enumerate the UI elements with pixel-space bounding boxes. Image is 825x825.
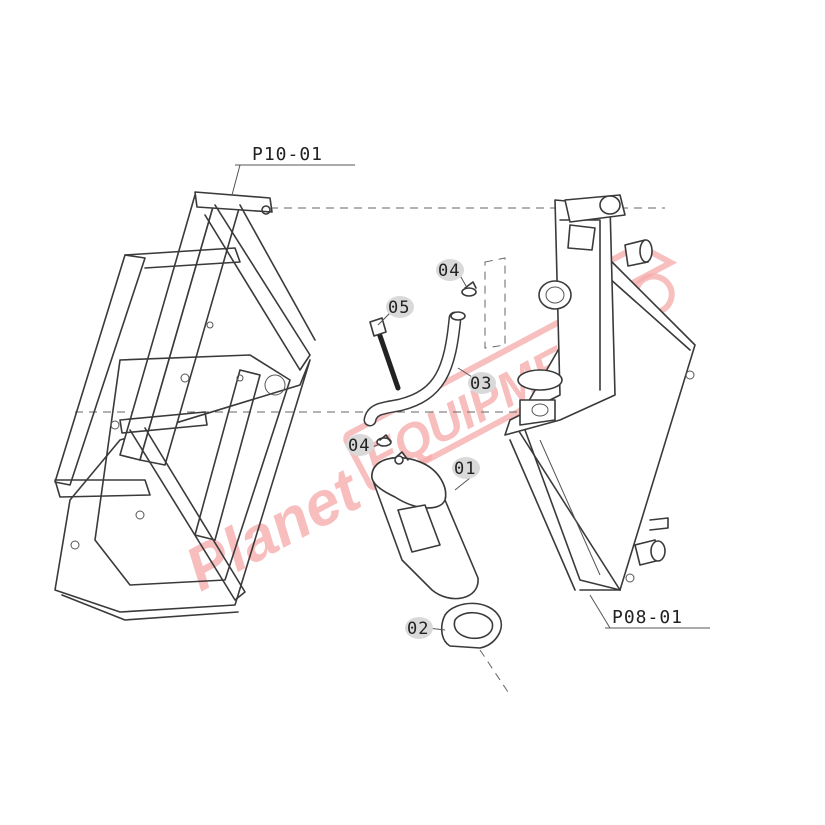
- leader-lines: [231, 164, 710, 631]
- callout-02: 02: [407, 619, 429, 639]
- label-p10-01: P10-01: [252, 144, 323, 165]
- callout-badge-01: 01: [452, 457, 480, 479]
- expansion-tank-part-01: [371, 451, 479, 600]
- callout-badge-02: 02: [405, 617, 433, 639]
- callout-04b: 04: [348, 436, 370, 456]
- callout-badge-04a: 04: [436, 259, 464, 281]
- radiator-assembly: [504, 194, 696, 591]
- label-p08-01: P08-01: [612, 607, 683, 628]
- callout-04a: 04: [438, 261, 460, 281]
- hose-part-03: [363, 311, 466, 427]
- rod-part-05: [369, 317, 401, 391]
- clamp-part-04-lower: [376, 434, 392, 447]
- frame-assembly: [54, 191, 316, 621]
- clamp-part-04-upper: [461, 281, 477, 297]
- bracket-part-02: [440, 602, 502, 649]
- callout-03: 03: [470, 374, 492, 394]
- callout-05: 05: [388, 298, 410, 318]
- callout-badge-05: 05: [386, 296, 414, 318]
- callout-01: 01: [454, 459, 476, 479]
- callout-badge-04b: 04: [346, 434, 374, 456]
- callout-badge-03: 03: [468, 372, 496, 394]
